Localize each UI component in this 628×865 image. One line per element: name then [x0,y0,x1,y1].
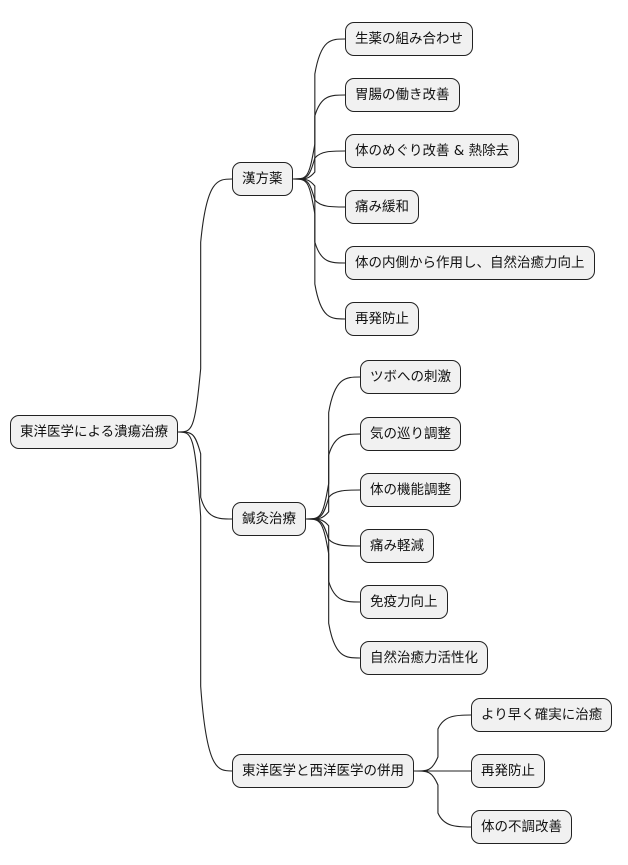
leaf-node: 免疫力向上 [360,585,448,619]
leaf-node: 体の内側から作用し、自然治癒力向上 [345,246,595,280]
connector-line [177,431,233,520]
connector-line [292,94,346,180]
leaf-node: ツボへの刺激 [360,360,461,394]
connector-line [292,178,346,264]
leaf-node: 痛み軽減 [360,529,434,563]
connector-line [305,518,361,603]
leaf-node: 体の機能調整 [360,473,461,507]
connector-line [292,38,346,180]
root-node: 東洋医学による潰瘍治療 [10,415,179,449]
connector-line [305,433,361,520]
leaf-node: 再発防止 [345,302,419,336]
leaf-node: より早く確実に治癒 [471,698,613,732]
leaf-node: 自然治癒力活性化 [360,641,488,675]
leaf-node: 胃腸の働き改善 [345,78,460,112]
connector-line [292,150,346,180]
leaf-node: 生薬の組み合わせ [345,22,473,56]
connector-line [413,770,472,828]
connector-line [292,178,346,208]
connector-line [292,178,346,320]
leaf-node: 体のめぐり改善 & 熱除去 [345,134,520,168]
branch-node-combined: 東洋医学と西洋医学の併用 [232,754,414,788]
connector-line [305,489,361,520]
connector-line [177,431,233,772]
connector-line [305,518,361,659]
connector-line [413,714,472,772]
branch-node-acupuncture: 鍼灸治療 [232,502,306,536]
leaf-node: 痛み緩和 [345,190,419,224]
leaf-node: 体の不調改善 [471,810,572,844]
connector-line [305,376,361,520]
connector-line [177,178,233,433]
leaf-node: 再発防止 [471,754,545,788]
connector-line [305,518,361,547]
leaf-node: 気の巡り調整 [360,417,461,451]
branch-node-kampo: 漢方薬 [232,162,293,196]
